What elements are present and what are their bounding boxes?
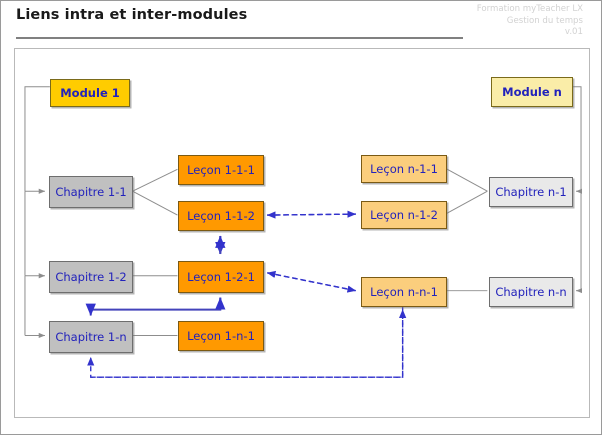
connector-layer [24, 86, 583, 378]
link-lecon121-chapitre1n [85, 297, 226, 316]
link-leconnn1-chapitre1n [87, 305, 407, 378]
link-lecon112-leconn12 [266, 210, 357, 219]
node-lecon-1-n-1[interactable]: Leçon 1-n-1 [178, 321, 264, 351]
link-lecon121-leconnn1 [266, 270, 357, 293]
page-title: Liens intra et inter-modules [16, 7, 248, 23]
node-lecon-1-2-1[interactable]: Leçon 1-2-1 [178, 261, 264, 293]
link-chapitren1-lessons [445, 167, 488, 215]
node-module-1[interactable]: Module 1 [50, 79, 130, 107]
header-meta-line-1: Formation myTeacher LX [476, 4, 583, 14]
node-chapitre-n-1[interactable]: Chapitre n-1 [489, 177, 573, 207]
node-lecon-n-1-1[interactable]: Leçon n-1-1 [361, 155, 447, 183]
header-meta: Formation myTeacher LX Gestion du temps … [477, 4, 583, 39]
node-lecon-n-1-2[interactable]: Leçon n-1-2 [361, 201, 447, 229]
node-lecon-n-n-1[interactable]: Leçon n-n-1 [361, 277, 447, 307]
node-module-n[interactable]: Module n [491, 77, 573, 107]
node-chapitre-1-2[interactable]: Chapitre 1-2 [49, 261, 133, 293]
node-chapitre-1-n[interactable]: Chapitre 1-n [49, 321, 133, 353]
node-chapitre-1-1[interactable]: Chapitre 1-1 [49, 176, 133, 208]
diagram-canvas: Module 1 Chapitre 1-1 Chapitre 1-2 Chapi… [14, 48, 590, 418]
node-lecon-1-1-2[interactable]: Leçon 1-1-2 [178, 201, 264, 231]
link-chapitre11-lessons [132, 168, 178, 216]
node-lecon-1-1-1[interactable]: Leçon 1-1-1 [178, 155, 264, 185]
header-meta-line-2: Gestion du temps [506, 15, 583, 26]
header-meta-line-3: v.01 [564, 27, 583, 37]
link-module1-spine [24, 86, 50, 339]
title-underline [16, 37, 463, 39]
node-chapitre-n-n[interactable]: Chapitre n-n [489, 277, 573, 307]
link-modulen-spine [571, 86, 583, 294]
